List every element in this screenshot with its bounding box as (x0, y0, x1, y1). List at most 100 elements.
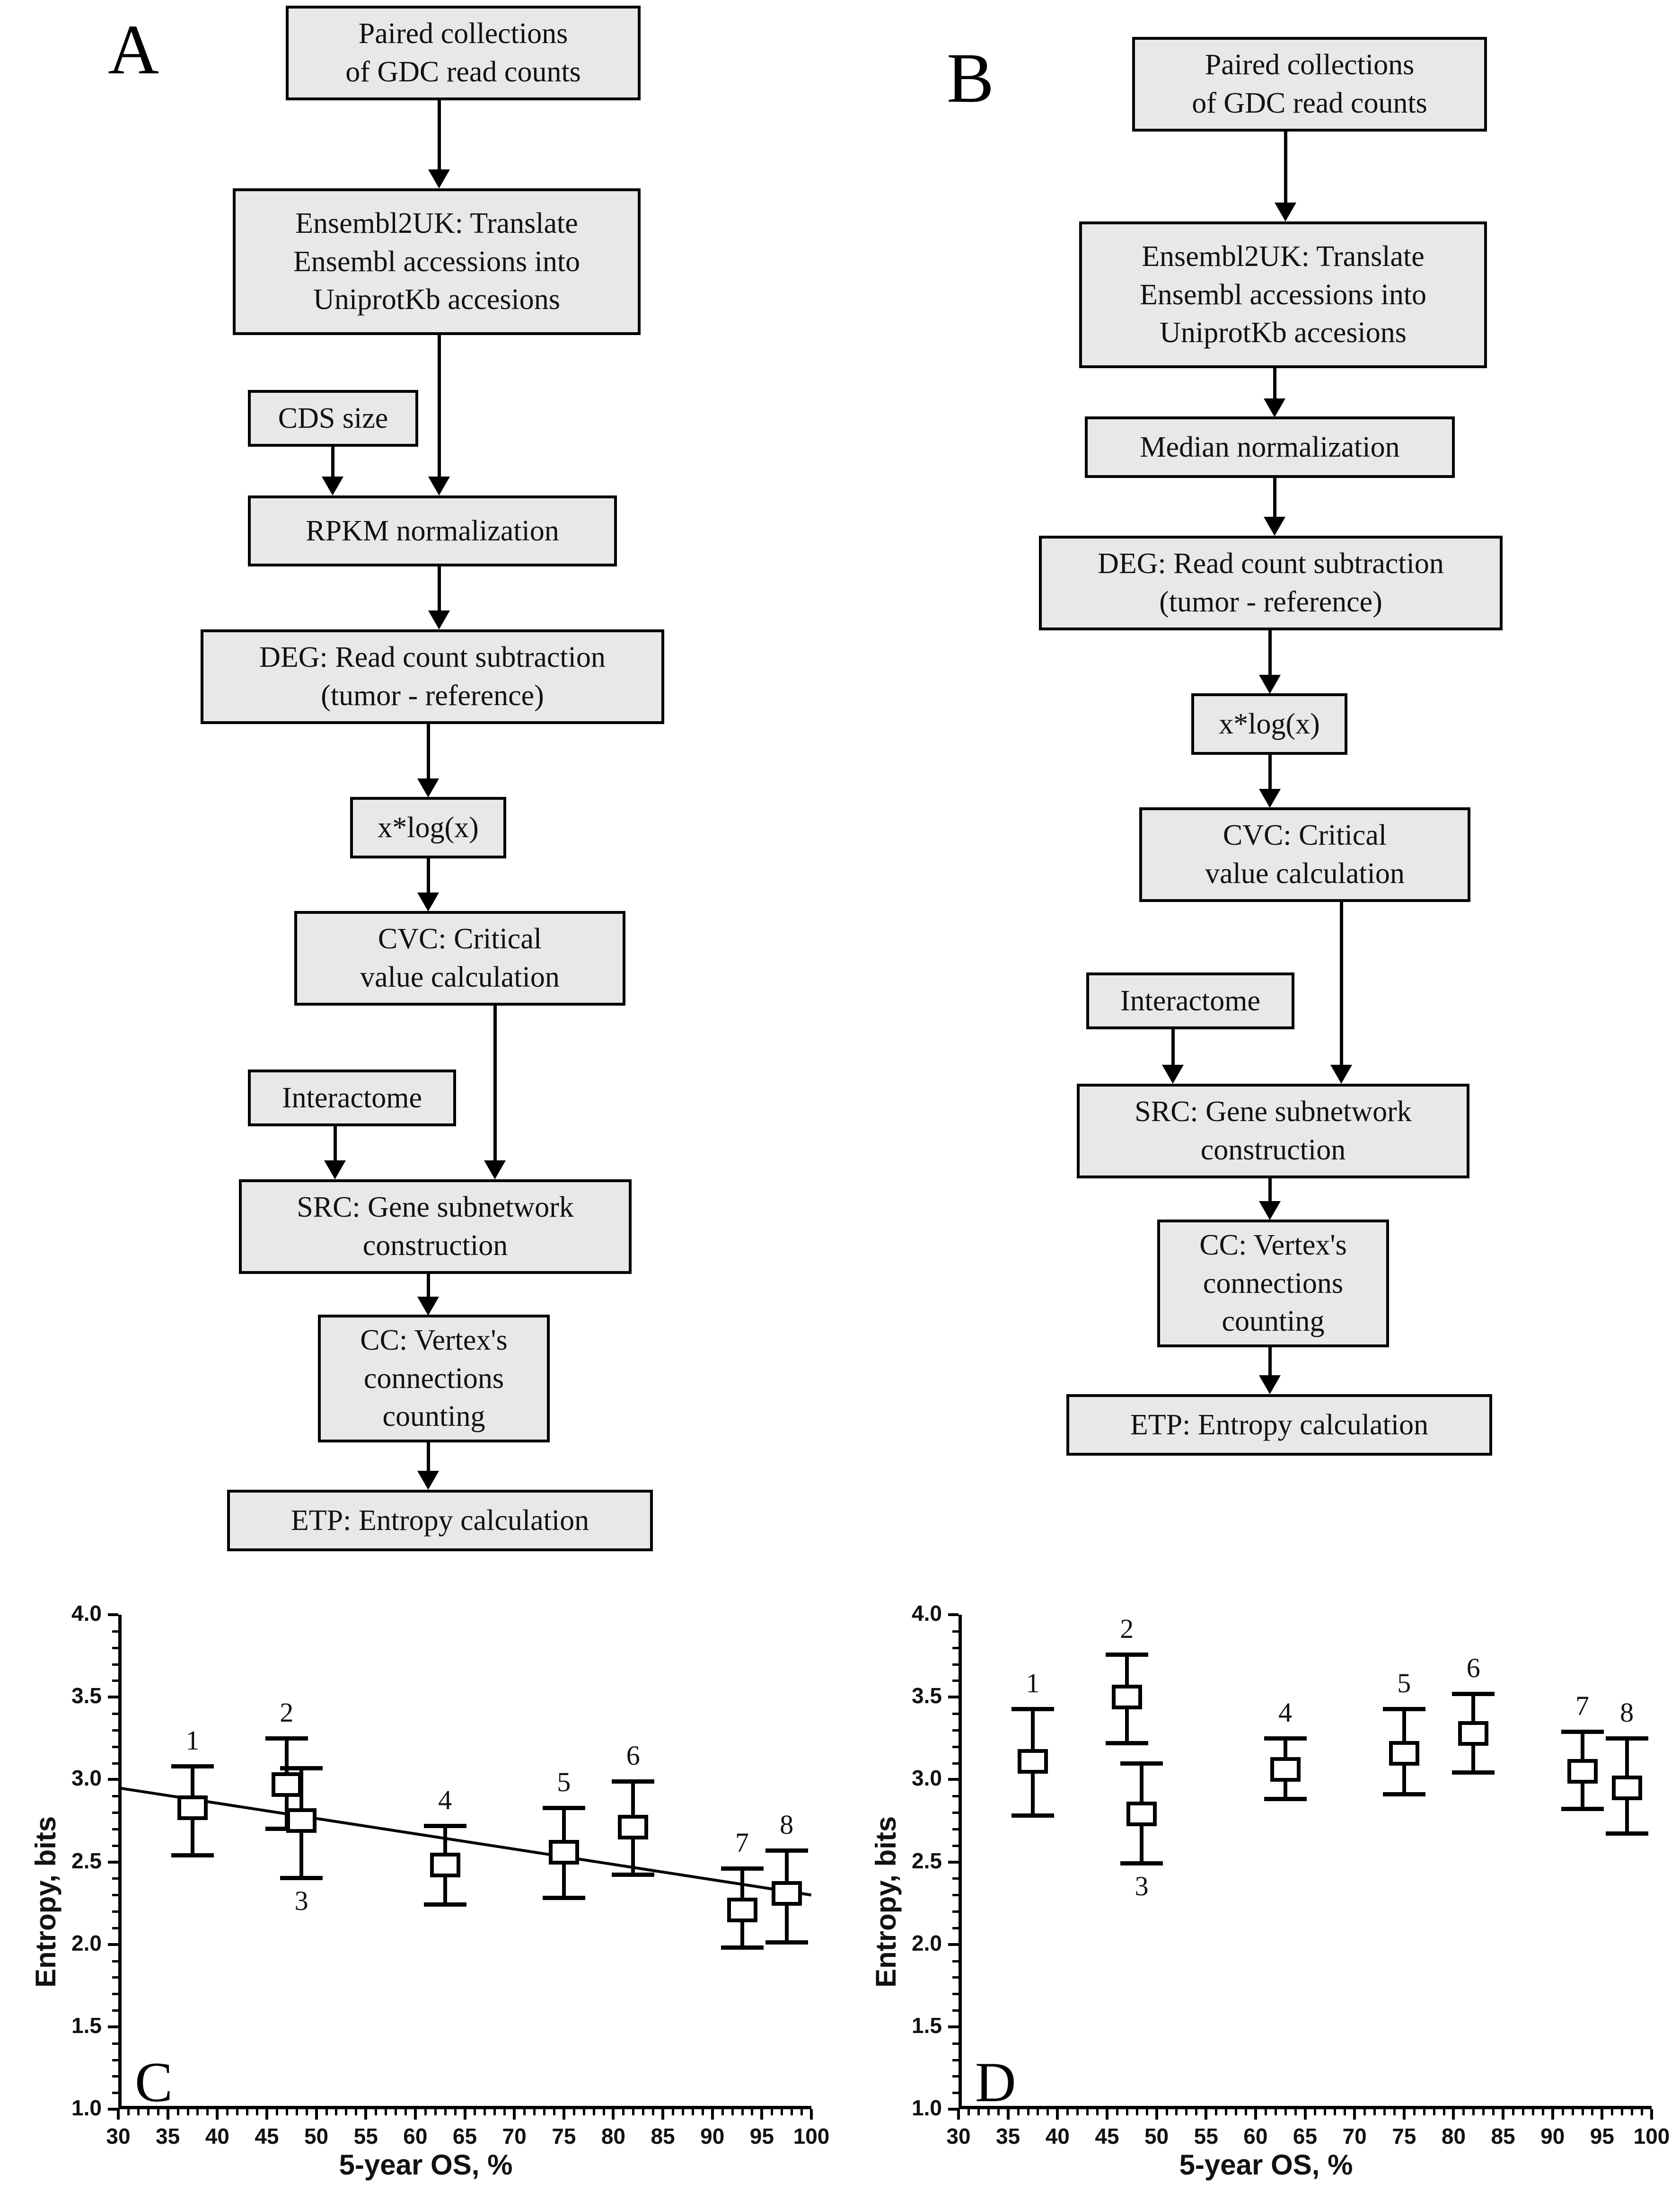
chart-d-x-minor-tick (1215, 2109, 1218, 2115)
chart-d-x-tick-label: 35 (996, 2124, 1020, 2148)
node-xlogx: x*log(x) (350, 797, 506, 858)
chart-c-y-tick (108, 1696, 118, 1699)
chart-c-x-minor-tick (731, 2109, 734, 2115)
chart-d-y-minor-tick (952, 1729, 959, 1732)
chart-c-data-marker (286, 1808, 317, 1833)
chart-c-x-minor-tick (652, 2109, 655, 2115)
chart-c-x-tick-label: 40 (205, 2124, 229, 2148)
chart-c-x-minor-tick (543, 2109, 545, 2115)
chart-c-y-minor-tick (112, 1745, 118, 1748)
chart-c-y-tick-label: 3.0 (71, 1766, 102, 1791)
chart-d-x-tick (1006, 2109, 1010, 2120)
chart-c-x-tick (413, 2109, 417, 2120)
chart-d-y-minor-tick (952, 2042, 959, 2045)
chart-c-x-minor-tick (800, 2109, 803, 2115)
chart-d-data-marker (1017, 1749, 1048, 1774)
chart-c-x-minor-tick (176, 2109, 179, 2115)
chart-d-y-minor-tick (952, 2075, 959, 2078)
connector-cc-to-etp (427, 1442, 430, 1472)
chart-d-y-minor-tick (952, 1680, 959, 1682)
chart-c-x-minor-tick (434, 2109, 437, 2115)
chart-c-y-tick-label: 4.0 (71, 1601, 102, 1626)
chart-c-x-minor-tick (642, 2109, 645, 2115)
chart-c-x-tick-label: 30 (106, 2124, 131, 2148)
chart-c-point-label: 2 (280, 1697, 294, 1728)
chart-d-x-minor-tick (1225, 2109, 1228, 2115)
chart-c-y-axis-label: Entropy, bits (30, 1816, 62, 1988)
node-cds-size: CDS size (248, 390, 418, 447)
chart-d-x-tick-label: 40 (1045, 2124, 1070, 2148)
chart-d-x-tick (1452, 2109, 1455, 2120)
chart-c-x-tick (117, 2109, 120, 2120)
chart-c-y-minor-tick (112, 1795, 118, 1798)
chart-c-x-axis-label: 5-year OS, % (339, 2149, 513, 2181)
panel-b-letter: B (947, 39, 994, 117)
arrowhead-deg-to-xlogx (1259, 675, 1281, 694)
chart-c-point-label: 3 (294, 1885, 308, 1917)
chart-d-x-minor-tick (1571, 2109, 1574, 2115)
chart-c-x-tick-label: 85 (651, 2124, 675, 2148)
connector-interactome-to-src (334, 1126, 337, 1162)
chart-c-x-minor-tick (493, 2109, 496, 2115)
connector-xlogx-to-cvc (427, 858, 430, 893)
chart-c-x-minor-tick (196, 2109, 199, 2115)
chart-c-x-minor-tick (523, 2109, 526, 2115)
chart-d-x-minor-tick (1611, 2109, 1614, 2115)
chart-c-y-minor-tick (112, 1812, 118, 1814)
connector-paired-to-ensembl (438, 100, 441, 171)
chart-d-x-tick-label: 60 (1243, 2124, 1268, 2148)
connector-deg-to-xlogx (427, 724, 430, 780)
chart-c-x-minor-tick (751, 2109, 754, 2115)
chart-d-x-tick-label: 80 (1441, 2124, 1466, 2148)
chart-d-x-minor-tick (1522, 2109, 1524, 2115)
chart-c-y-minor-tick (112, 1663, 118, 1666)
chart-d-x-tick (1353, 2109, 1356, 2120)
chart-d-x-tick (1601, 2109, 1604, 2120)
chart-d-error-cap-lower (1120, 1861, 1163, 1865)
chart-d-error-cap-lower (1105, 1741, 1148, 1745)
chart-c-error-cap-upper (721, 1866, 764, 1871)
chart-d-x-minor-tick (1344, 2109, 1346, 2115)
chart-d-x-tick-label: 55 (1194, 2124, 1218, 2148)
chart-d-x-minor-tick (1334, 2109, 1337, 2115)
chart-c-x-tick-label: 95 (749, 2124, 774, 2148)
chart-c-x-minor-tick (602, 2109, 605, 2115)
chart-c-x-minor-tick (275, 2109, 278, 2115)
chart-d-y-minor-tick (952, 1630, 959, 1633)
chart-c-x-minor-tick (325, 2109, 328, 2115)
chart-c-y-tick (108, 1860, 118, 1864)
chart-d-data-marker (1458, 1721, 1489, 1746)
chart-d-x-minor-tick (1235, 2109, 1237, 2115)
chart-d-y-minor-tick (952, 1844, 959, 1847)
chart-c-x-tick-label: 35 (156, 2124, 180, 2148)
chart-d-x-tick-label: 75 (1392, 2124, 1416, 2148)
chart-c-x-minor-tick (424, 2109, 427, 2115)
chart-d-y-tick (948, 1696, 959, 1699)
node-cvc: CVC: Critical value calculation (1139, 807, 1470, 902)
chart-d-data-marker (1389, 1741, 1419, 1766)
chart-c-x-minor-tick (385, 2109, 387, 2115)
chart-c-y-tick (108, 1778, 118, 1781)
chart-d-y-tick-label: 3.0 (912, 1766, 942, 1791)
chart-c-x-tick (364, 2109, 368, 2120)
arrowhead-median-to-deg (1264, 517, 1285, 536)
chart-c-x-minor-tick (503, 2109, 506, 2115)
node-ensembl2uk: Ensembl2UK: Translate Ensembl accessions… (233, 188, 641, 335)
chart-d-y-tick-label: 1.5 (912, 2013, 942, 2038)
chart-d-point-label: 5 (1397, 1667, 1411, 1698)
chart-c-x-minor-tick (681, 2109, 684, 2115)
connector-cds-to-rpkm (331, 447, 334, 478)
chart-d-error-cap-upper (1452, 1692, 1495, 1697)
chart-c-y-minor-tick (112, 1976, 118, 1979)
chart-d-error-cap-upper (1105, 1652, 1148, 1657)
chart-d-x-minor-tick (1294, 2109, 1297, 2115)
chart-c-x-minor-tick (622, 2109, 625, 2115)
arrowhead-src-to-cc (417, 1297, 439, 1316)
chart-d-data-marker (1567, 1759, 1598, 1784)
chart-c-y-minor-tick (112, 2042, 118, 2045)
chart-d-error-cap-lower (1561, 1807, 1604, 1812)
chart-d-y-tick-label: 2.5 (912, 1848, 942, 1873)
connector-ensembl-to-rpkm (438, 335, 441, 478)
